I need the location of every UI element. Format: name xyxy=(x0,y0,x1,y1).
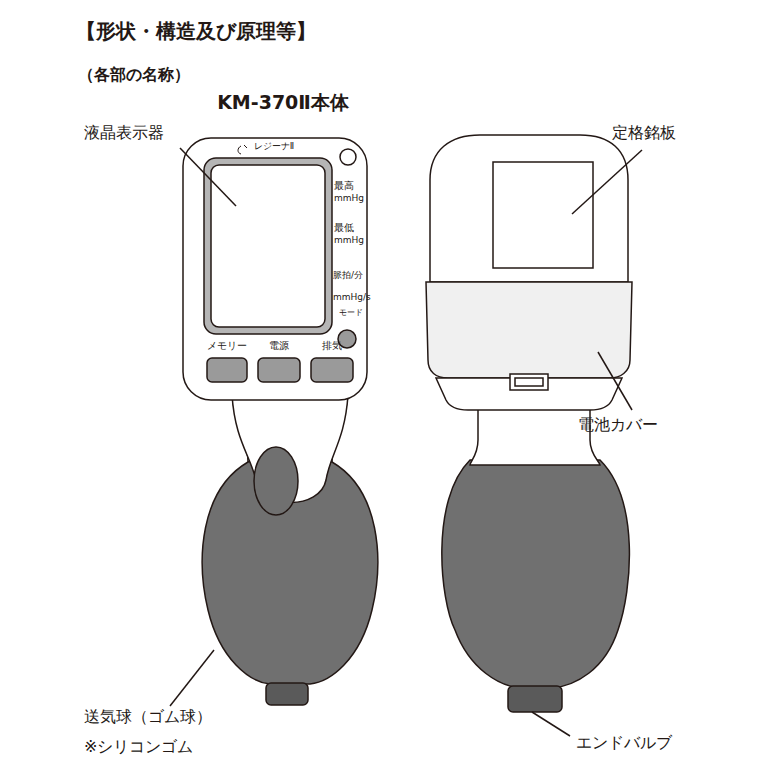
button-text: 排気 xyxy=(322,340,342,352)
part-name: 液晶表示器 xyxy=(84,124,164,142)
part-name: 電池カバー xyxy=(578,416,658,434)
button-text: メモリー xyxy=(207,340,247,352)
part-note: ※シリコンゴム xyxy=(84,738,193,756)
panel-text: mmHg xyxy=(334,193,364,203)
part-name: エンドバルブ xyxy=(576,734,672,752)
part-name: 定格銘板 xyxy=(612,124,676,142)
heading: 【形状・構造及び原理等】 xyxy=(76,20,316,43)
device-logo: レジーナⅡ xyxy=(254,141,294,151)
subheading: （各部の名称） xyxy=(78,66,190,84)
part-name: 送気球（ゴム球） xyxy=(84,708,212,726)
panel-text: 最低 xyxy=(334,222,354,234)
panel-text: mmHg xyxy=(334,235,364,245)
panel-text: 最高 xyxy=(334,180,354,192)
panel-text: モード xyxy=(339,308,363,317)
panel-text: 脈拍/分 xyxy=(333,270,363,280)
button-text: 電源 xyxy=(269,340,289,352)
model-name: KM-370Ⅱ本体 xyxy=(217,92,349,114)
panel-text: mmHg/s xyxy=(333,292,371,302)
